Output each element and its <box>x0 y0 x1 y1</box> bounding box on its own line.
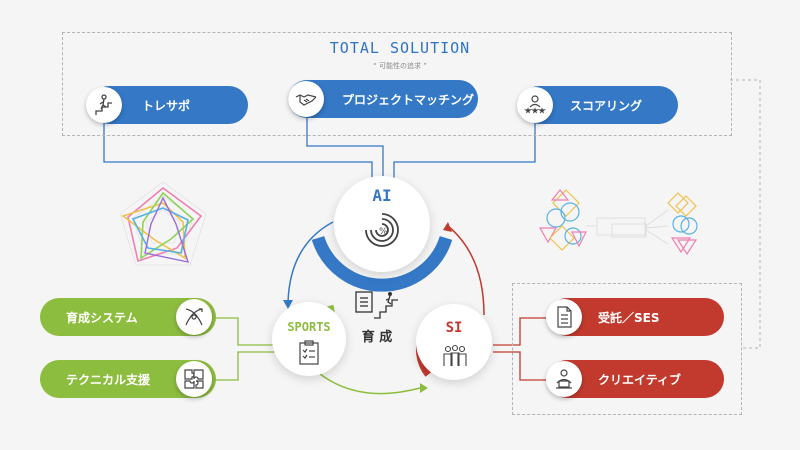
arrow-ai-to-sports <box>287 221 334 303</box>
sports-strategy-icon <box>176 299 212 335</box>
si-services-frame <box>512 283 742 415</box>
service-creative-label: クリエイティブ <box>598 372 682 387</box>
service-technical-support-label: テクニカル支援 <box>66 372 151 387</box>
team-group-icon <box>443 344 467 366</box>
outer-dashed-connector <box>730 79 761 349</box>
service-project-matching-label: プロジェクトマッチング <box>342 92 475 107</box>
puzzle-pieces-icon <box>176 361 212 397</box>
page-subtitle: “ 可能性の追求 ” <box>373 62 427 70</box>
page-title: TOTAL SOLUTION <box>329 39 471 57</box>
connector-si-jutaku <box>493 317 548 346</box>
service-scoring-label: スコアリング <box>570 98 643 113</box>
service-jutaku-ses-label: 受託／SES <box>598 310 660 325</box>
connector-ikusei-sports <box>215 317 275 346</box>
radar-decoration <box>119 181 207 266</box>
total-solution-frame <box>62 32 732 136</box>
si-hub[interactable] <box>416 304 492 380</box>
document-icon <box>546 299 582 335</box>
handshake-icon <box>288 81 324 117</box>
connector-scoring-ai <box>393 118 536 178</box>
growth-label: 育 成 <box>361 330 393 345</box>
person-climbing-steps-icon <box>86 87 122 123</box>
ai-ring <box>311 235 453 292</box>
service-tresapo-label: トレサポ <box>142 98 191 113</box>
connector-si-creative <box>493 351 548 381</box>
connector-tresapo-ai <box>103 118 373 178</box>
svg-text:%: % <box>379 227 388 237</box>
person-with-stars-icon <box>517 87 553 123</box>
service-ikusei-system-label: 育成システム <box>66 310 138 325</box>
sports-hub-label: SPORTS <box>287 320 331 334</box>
clipboard-stairs-icon <box>355 291 398 319</box>
shapes-decoration <box>538 189 698 256</box>
clipboard-checklist-icon <box>299 340 319 365</box>
connector-technical-sports <box>215 351 275 381</box>
arrow-sports-to-si <box>319 373 421 395</box>
arrow-si-to-ai <box>447 225 485 316</box>
connector-matching-ai <box>306 118 384 178</box>
person-at-laptop-icon <box>546 361 582 397</box>
si-hub-label: SI <box>445 320 463 336</box>
ai-hub-label: AI <box>372 186 392 205</box>
percent-dial-icon: % <box>365 213 399 247</box>
